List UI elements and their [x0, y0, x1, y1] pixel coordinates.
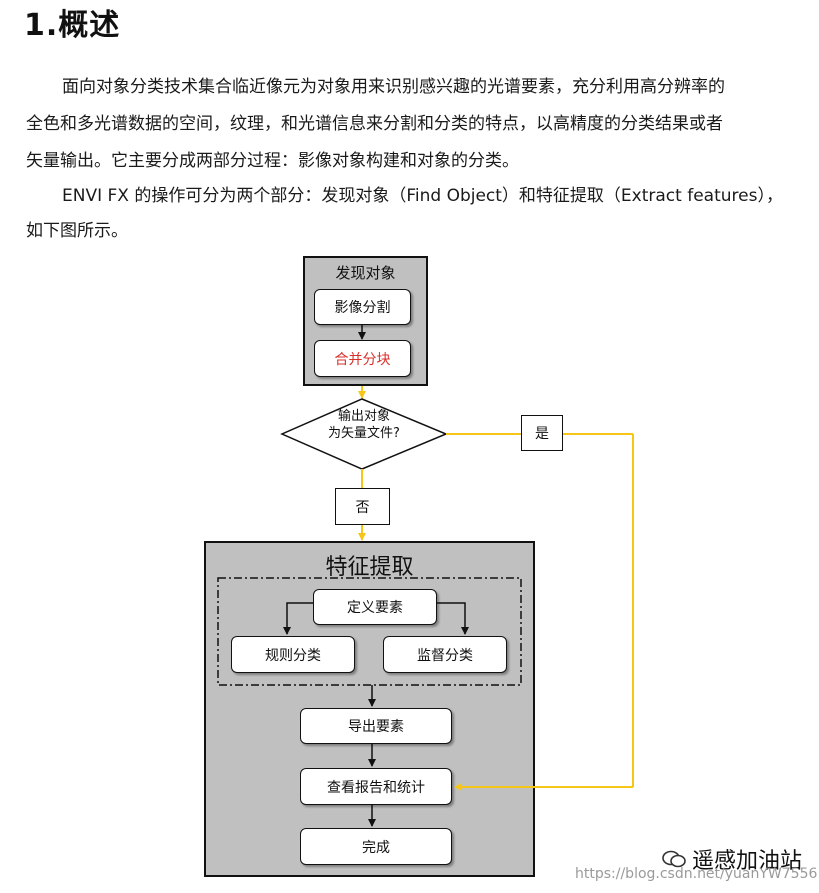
- wechat-icon: [662, 849, 686, 869]
- step-image-segmentation: 影像分割: [314, 289, 411, 325]
- paragraph-2-line-2: 如下图所示。: [26, 221, 128, 241]
- find-object-title: 发现对象: [335, 264, 396, 282]
- step-view-report: 查看报告和统计: [300, 768, 452, 805]
- decision-text: 输出对象 为矢量文件?: [282, 408, 446, 442]
- step-supervised-classification: 监督分类: [383, 636, 507, 673]
- section-heading: 1.概述: [24, 8, 121, 43]
- brand-name: 遥感加油站: [692, 849, 803, 874]
- yes-label: 是: [521, 415, 563, 451]
- paragraph-2-line-1: ENVI FX 的操作可分为两个部分：发现对象（Find Object）和特征提…: [62, 186, 783, 206]
- paragraph-1-line-1: 面向对象分类技术集合临近像元为对象用来识别感兴趣的光谱要素，充分利用高分辨率的: [62, 77, 725, 97]
- step-rule-classification: 规则分类: [231, 636, 355, 673]
- step-done: 完成: [300, 828, 452, 865]
- step-export-features: 导出要素: [300, 708, 452, 744]
- arrow-define-to-supervised: [437, 602, 469, 635]
- no-label: 否: [335, 488, 390, 525]
- feature-extraction-title: 特征提取: [325, 555, 414, 580]
- paragraph-1-line-2: 全色和多光谱数据的空间，纹理，和光谱信息来分割和分类的特点，以高精度的分类结果或…: [26, 114, 723, 134]
- classification-frame: [217, 577, 522, 686]
- url-watermark: https://blog.csdn.net/yuanYW7556: [575, 866, 818, 882]
- decision-line-1: 输出对象: [337, 409, 390, 424]
- paragraph-1-line-3: 矢量输出。它主要分成两部分过程：影像对象构建和对象的分类。: [26, 151, 519, 171]
- arrow-define-to-rule: [283, 602, 313, 635]
- brand-watermark: 遥感加油站: [662, 843, 802, 875]
- step-merge-segments: 合并分块: [314, 340, 411, 377]
- step-define-features: 定义要素: [313, 589, 437, 625]
- decision-line-2: 为矢量文件?: [328, 426, 400, 441]
